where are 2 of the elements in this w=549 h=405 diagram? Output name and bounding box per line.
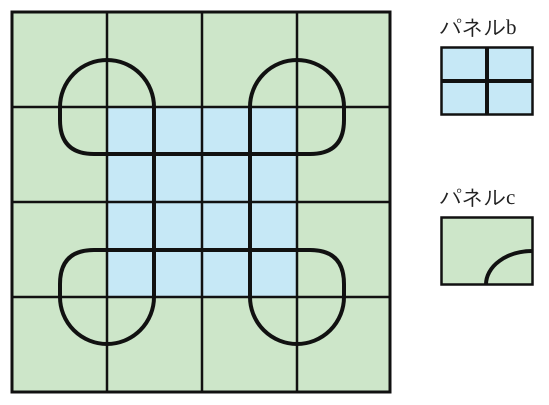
panel-label: パネルc [440, 184, 516, 210]
panel-label: パネルb [440, 14, 516, 40]
